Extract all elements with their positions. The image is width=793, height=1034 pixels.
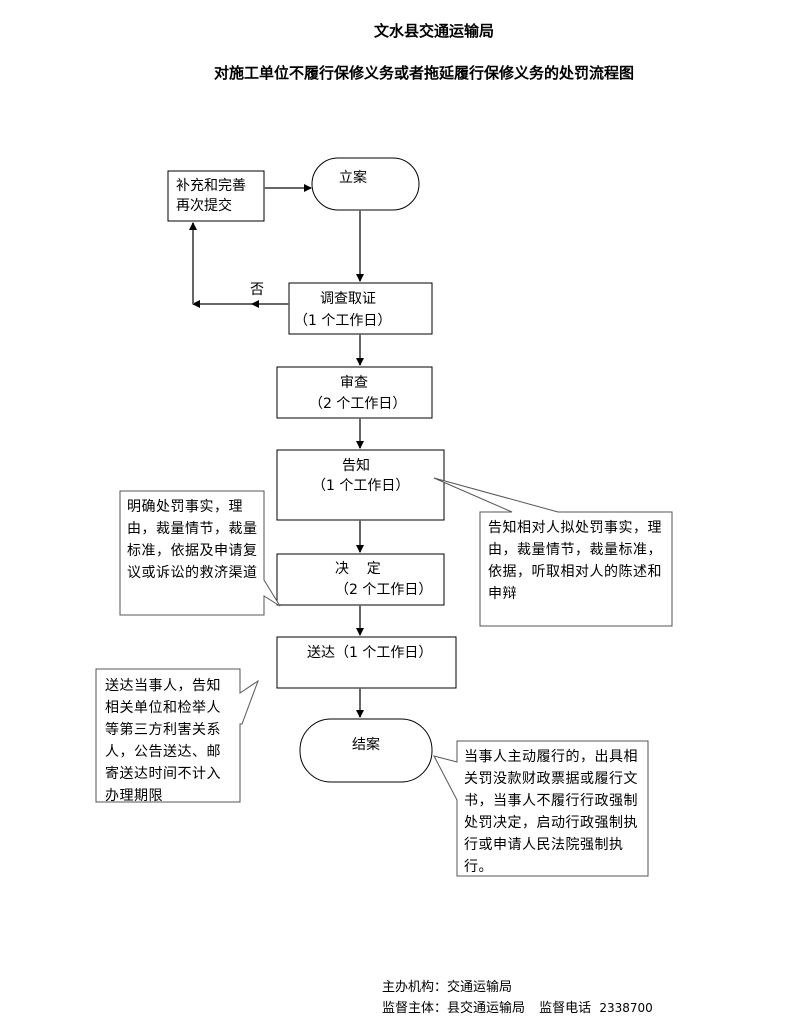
decide-note-text: 明确处罚事实，理由，裁量情节，裁量标准，依据及申请复议或诉讼的救济渠道 bbox=[127, 499, 258, 581]
close-note-text: 当事人主动履行的，出具相关罚没款财政票据或履行文书，当事人不履行行政强制处罚决定… bbox=[464, 749, 638, 875]
decide-box bbox=[276, 553, 445, 606]
phone-value: 2338700 bbox=[599, 1001, 653, 1015]
decide-note-callout bbox=[119, 490, 281, 616]
review-days: （2 个工作日） bbox=[309, 396, 407, 412]
host-label: 主办机构： bbox=[382, 980, 448, 995]
notify-days: （1 个工作日） bbox=[312, 478, 410, 494]
notify-note-callout bbox=[433, 477, 673, 627]
supplement-label-line2: 再次提交 bbox=[176, 198, 232, 214]
supplement-box bbox=[167, 170, 265, 222]
decide-label: 决 定 bbox=[335, 561, 381, 577]
notify-note-text: 告知相对人拟处罚事实，理由，裁量情节，裁量标准，依据，听取相对人的陈述和申辩 bbox=[488, 520, 662, 602]
org-title: 文水县交通运输局 bbox=[374, 22, 495, 40]
deliver-box bbox=[276, 636, 457, 689]
close-terminator bbox=[299, 718, 433, 783]
deliver-note-callout bbox=[95, 668, 260, 803]
footer-host: 主办机构：交通运输局 bbox=[382, 976, 512, 995]
deliver-label: 送达（1 个工作日） bbox=[307, 645, 433, 661]
register-terminator bbox=[311, 157, 420, 211]
page-title: 对施工单位不履行保修义务或者拖延履行保修义务的处罚流程图 bbox=[214, 64, 635, 82]
phone-label: 监督电话 bbox=[539, 1001, 592, 1016]
supervisor-label: 监督主体： bbox=[382, 1001, 448, 1016]
notify-label: 告知 bbox=[342, 458, 370, 474]
investigate-label: 调查取证 bbox=[320, 291, 376, 307]
footer-supervisor: 监督主体：县交通运输局 监督电话 2338700 bbox=[382, 997, 653, 1016]
investigate-box bbox=[288, 282, 433, 335]
review-box bbox=[276, 366, 433, 419]
no-label: 否 bbox=[250, 282, 264, 298]
supervisor-value: 县交通运输局 bbox=[447, 1001, 526, 1016]
host-value: 交通运输局 bbox=[447, 980, 513, 995]
register-label: 立案 bbox=[339, 170, 367, 186]
close-label: 结案 bbox=[352, 737, 380, 753]
notify-box bbox=[276, 449, 445, 521]
supplement-label-line1: 补充和完善 bbox=[176, 178, 246, 194]
investigate-days: （1 个工作日） bbox=[294, 313, 392, 329]
decide-days: （2 个工作日） bbox=[335, 582, 433, 598]
review-label: 审查 bbox=[340, 375, 368, 391]
close-note-callout bbox=[433, 740, 649, 877]
deliver-note-text: 送达当事人，告知相关单位和检举人等第三方利害关系人，公告送达、邮寄送达时间不计入… bbox=[105, 678, 221, 804]
